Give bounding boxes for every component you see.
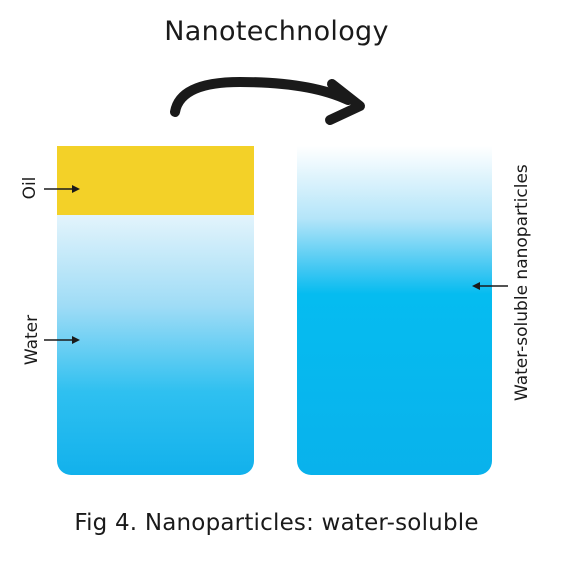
nanoparticles-label: Water-soluble nanoparticles	[512, 164, 532, 401]
water-pointer-arrow-icon	[44, 336, 80, 344]
water-layer	[57, 215, 254, 475]
diagram-title: Nanotechnology	[164, 16, 389, 47]
water-label: Water	[22, 314, 42, 366]
nanoparticles-pointer-arrow-icon	[472, 282, 508, 290]
figure-caption: Fig 4. Nanoparticles: water-soluble	[74, 510, 479, 536]
nanoparticle-beaker	[297, 146, 492, 475]
oil-water-beaker	[57, 146, 254, 475]
oil-pointer-arrow-icon	[44, 185, 80, 193]
oil-layer	[57, 146, 254, 215]
curved-arrow-icon	[170, 76, 365, 125]
oil-label: Oil	[20, 176, 40, 200]
